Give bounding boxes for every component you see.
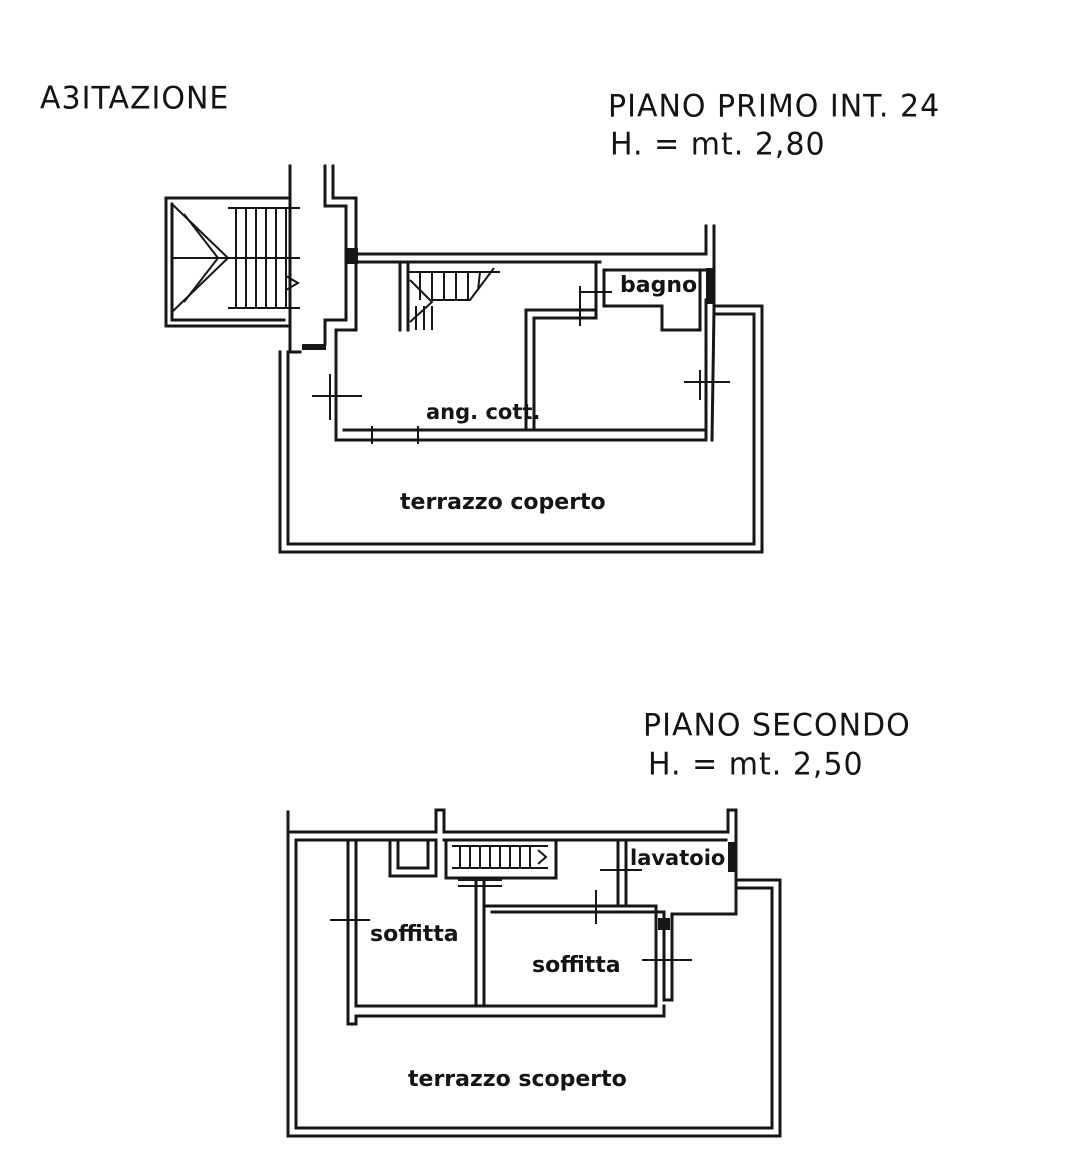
floor2-stair xyxy=(444,838,558,880)
floor2-plan xyxy=(286,808,782,1138)
floor1-stairwell xyxy=(164,196,300,328)
floor2-terrace-outline xyxy=(286,830,782,1138)
floor2-height: H. = mt. 2,50 xyxy=(648,746,864,783)
floor1-internal-stair xyxy=(398,260,500,332)
room-label-angolo-cottura: ang. cott. xyxy=(426,400,541,424)
floor2-soffitta-right xyxy=(482,874,738,1008)
floor1-plan xyxy=(164,164,764,554)
floor1-terrace-outline xyxy=(278,304,764,554)
floor1-height: H. = mt. 2,80 xyxy=(610,126,826,163)
floor1-title: PIANO PRIMO INT. 24 xyxy=(608,88,941,125)
floor1-bagno xyxy=(579,260,714,332)
floor2-lavatoio xyxy=(600,838,736,908)
room-label-bagno: bagno xyxy=(620,273,698,298)
floor2-title: PIANO SECONDO xyxy=(643,707,911,744)
room-label-soffitta-right: soffitta xyxy=(532,953,621,978)
room-label-terrazzo-coperto: terrazzo coperto xyxy=(400,490,606,515)
floor2-soffitta-left xyxy=(330,838,502,1026)
floor1-party-wall xyxy=(288,164,358,442)
room-label-terrazzo-scoperto: terrazzo scoperto xyxy=(408,1067,627,1092)
room-label-lavatoio: lavatoio xyxy=(630,846,726,870)
room-label-soffitta-left: soffitta xyxy=(370,922,459,947)
sheet-title: A3ITAZIONE xyxy=(40,80,230,117)
